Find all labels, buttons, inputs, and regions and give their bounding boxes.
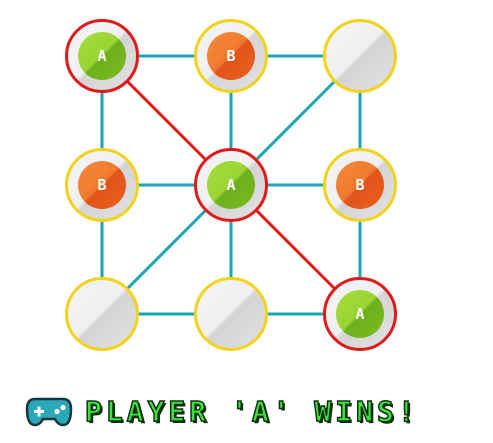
winner-message: PLAYER 'A' WINS!	[84, 394, 419, 429]
board-cell[interactable]	[194, 277, 268, 351]
board-cell[interactable]: B	[65, 148, 139, 222]
piece-a: A	[207, 161, 255, 209]
piece-b: B	[207, 32, 255, 80]
board-cell[interactable]: A	[65, 19, 139, 93]
piece-a: A	[78, 32, 126, 80]
board-cell[interactable]: A	[323, 277, 397, 351]
status-bar: PLAYER 'A' WINS!	[25, 394, 419, 428]
piece-b: B	[78, 161, 126, 209]
gamepad-icon	[25, 397, 73, 427]
board-cell[interactable]	[65, 277, 139, 351]
board-cell[interactable]	[323, 19, 397, 93]
piece-b: B	[336, 161, 384, 209]
board-cell[interactable]: B	[194, 19, 268, 93]
board-cell[interactable]: A	[194, 148, 268, 222]
piece-a: A	[336, 290, 384, 338]
board-cell[interactable]: B	[323, 148, 397, 222]
